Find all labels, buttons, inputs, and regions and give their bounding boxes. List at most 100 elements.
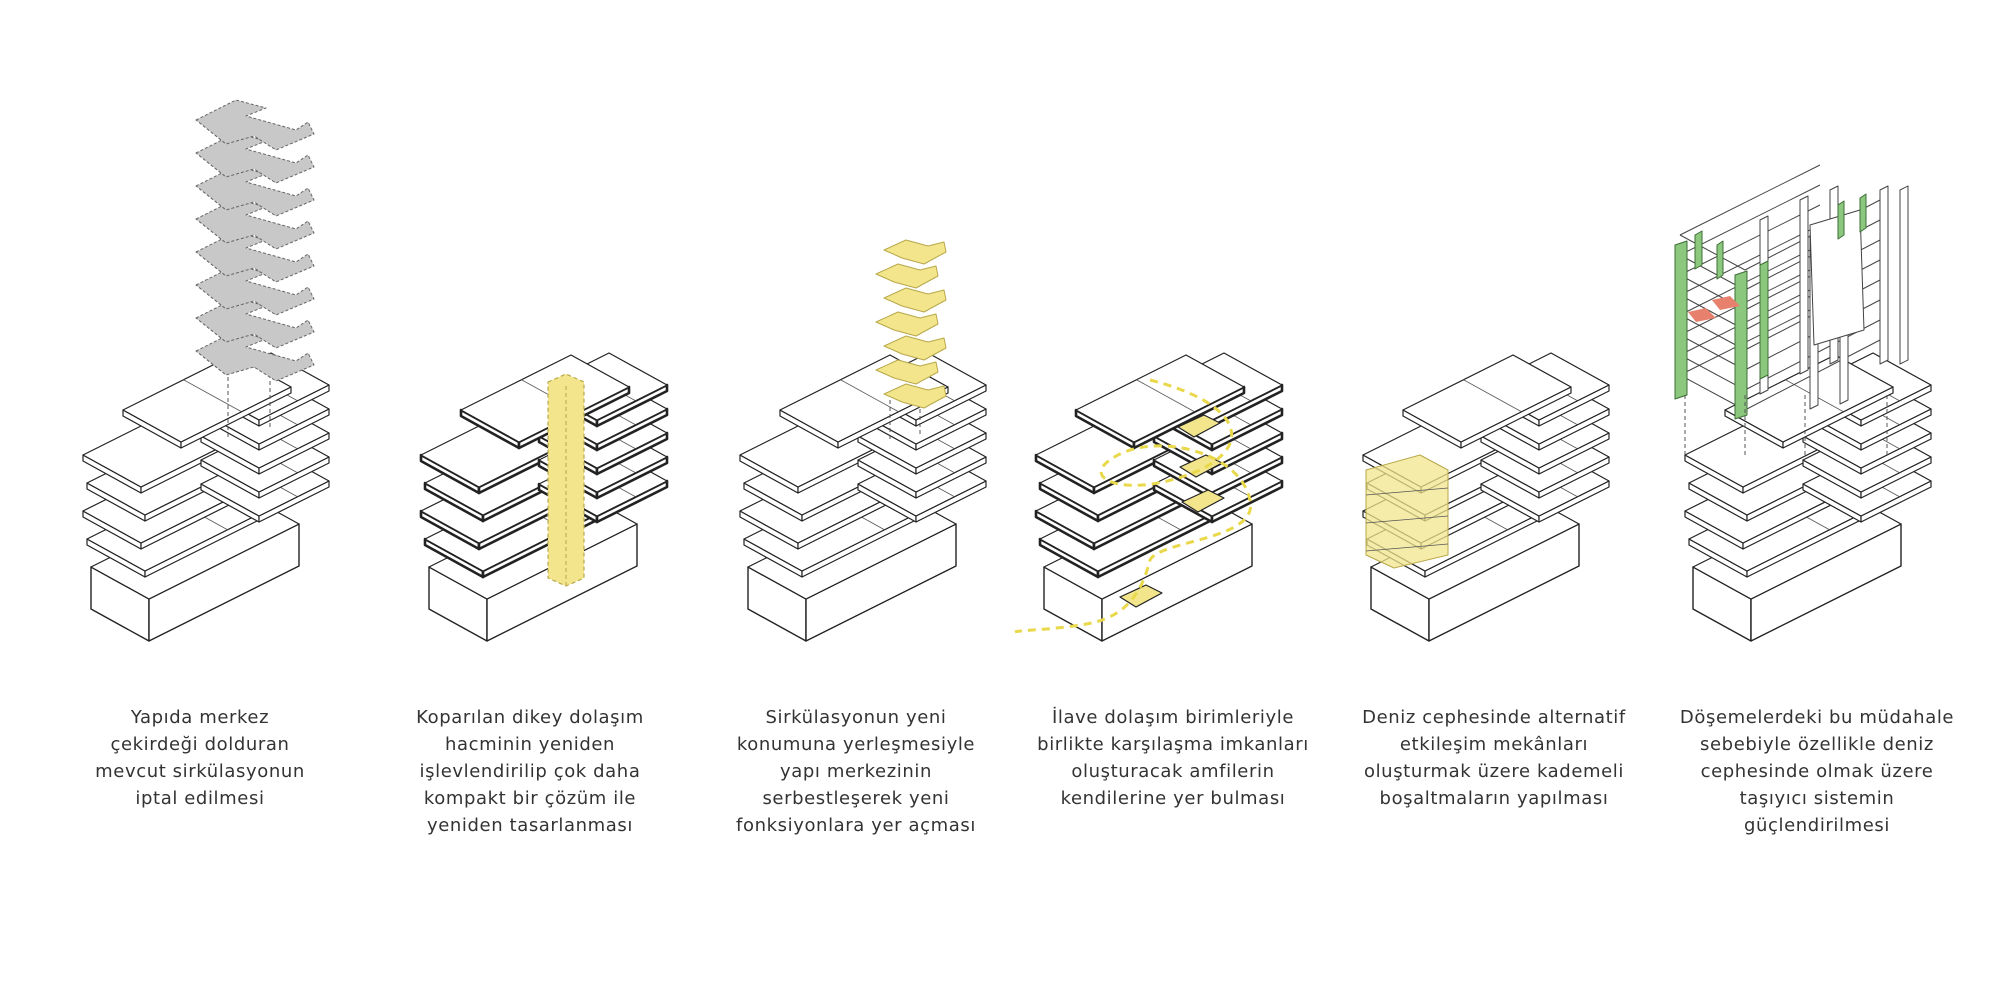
caption-line: Yapıda merkez bbox=[130, 707, 270, 728]
stair-flight bbox=[195, 264, 315, 316]
caption-line: oluşturmak üzere kademeli bbox=[1363, 761, 1625, 782]
shear-wall bbox=[1809, 209, 1865, 346]
caption-new-position: Sirkülasyonun yeni konumuna yerleşmesiyle… bbox=[696, 704, 1016, 839]
void-floor-line bbox=[1365, 515, 1449, 524]
floor-slab bbox=[122, 354, 292, 443]
building-structure-reinforcement bbox=[1684, 352, 1932, 642]
guide-line bbox=[183, 379, 242, 413]
amphi-stair bbox=[1181, 489, 1225, 513]
building-redesign-core bbox=[419, 352, 669, 642]
floor-slab bbox=[1075, 354, 1245, 443]
amphi-stair bbox=[1119, 584, 1163, 608]
caption-line: fonksiyonlara yer açması bbox=[736, 815, 976, 836]
building-new-position bbox=[739, 352, 987, 642]
building-cancel-circulation bbox=[82, 352, 330, 642]
reinforced-beam bbox=[1688, 308, 1716, 322]
beam bbox=[1679, 254, 1746, 291]
reinforced-beam bbox=[1712, 296, 1740, 310]
caption-redesign-core: Koparılan dikey dolaşım hacminin yeniden i… bbox=[370, 704, 690, 839]
removed-stair-volume bbox=[195, 99, 315, 440]
caption-line: taşıyıcı sistemin bbox=[1739, 788, 1895, 809]
compact-core bbox=[547, 373, 585, 587]
reinforced-column bbox=[1716, 240, 1724, 280]
column bbox=[1879, 185, 1889, 365]
caption-line: iptal edilmesi bbox=[135, 788, 265, 809]
guide-line bbox=[840, 379, 899, 413]
beam bbox=[1679, 224, 1821, 296]
beam bbox=[1679, 294, 1746, 331]
caption-line: boşaltmaların yapılması bbox=[1379, 788, 1609, 809]
caption-line: oluşturacak amfilerin bbox=[1071, 761, 1275, 782]
caption-amphitheatres: İlave dolaşım birimleriyle birlikte karşı… bbox=[1013, 704, 1333, 812]
beam bbox=[1679, 284, 1821, 356]
column bbox=[1899, 185, 1909, 365]
guide-line bbox=[1463, 379, 1522, 413]
caption-line: yapı merkezinin bbox=[780, 761, 932, 782]
stair-flight bbox=[875, 311, 939, 337]
structural-frame bbox=[1674, 164, 1909, 455]
caption-line: serbestleşerek yeni bbox=[762, 788, 950, 809]
reinforced-column bbox=[1734, 270, 1748, 420]
caption-line: sebebiyle özellikle deniz bbox=[1700, 734, 1934, 755]
caption-line: kendilerine yer bulması bbox=[1060, 788, 1286, 809]
caption-stepped-voids: Deniz cephesinde alternatif etkileşim mek… bbox=[1334, 704, 1654, 812]
stair-flight bbox=[195, 132, 315, 184]
caption-line: yeniden tasarlanması bbox=[426, 815, 634, 836]
stair-flight bbox=[883, 239, 947, 265]
beam bbox=[1679, 164, 1821, 236]
floor-slab bbox=[1402, 354, 1572, 443]
building-amphitheatres bbox=[1034, 352, 1284, 642]
reinforced-column bbox=[1674, 240, 1688, 400]
stair-flight bbox=[883, 287, 947, 313]
caption-line: Deniz cephesinde alternatif bbox=[1362, 707, 1626, 728]
beam bbox=[1679, 234, 1746, 271]
stair-flight bbox=[195, 330, 315, 382]
stair-flight bbox=[883, 383, 947, 409]
void-volume bbox=[1365, 454, 1449, 569]
beam bbox=[1679, 184, 1821, 256]
caption-structure-reinforcement: Döşemelerdeki bu müdahale sebebiyle özell… bbox=[1657, 704, 1977, 839]
stair-flight bbox=[195, 165, 315, 217]
caption-line: güçlendirilmesi bbox=[1743, 815, 1891, 836]
circulation-path bbox=[1014, 378, 1252, 634]
floor-slab bbox=[460, 354, 630, 443]
stair-flight bbox=[195, 231, 315, 283]
caption-line: konumuna yerleşmesiyle bbox=[736, 734, 976, 755]
beam bbox=[1679, 204, 1821, 276]
caption-line: Döşemelerdeki bu müdahale bbox=[1679, 707, 1955, 728]
reinforced-column bbox=[1759, 260, 1769, 380]
beam bbox=[1679, 264, 1821, 336]
amphi-stair bbox=[1177, 414, 1221, 438]
caption-line: hacminin yeniden bbox=[444, 734, 616, 755]
floor-slab bbox=[1724, 354, 1894, 443]
caption-line: çekirdeği dolduran bbox=[110, 734, 290, 755]
caption-line: işlevlendirilip çok daha bbox=[419, 761, 641, 782]
beam bbox=[1679, 244, 1821, 316]
reinforced-column bbox=[1694, 230, 1703, 270]
column bbox=[1799, 195, 1809, 375]
stair-flight bbox=[195, 99, 315, 151]
stair-flight bbox=[195, 198, 315, 250]
caption-line: mevcut sirkülasyonun bbox=[95, 761, 305, 782]
stair-flight bbox=[875, 263, 939, 289]
caption-line: cephesinde olmak üzere bbox=[1700, 761, 1934, 782]
void-floor-line bbox=[1365, 543, 1449, 552]
new-stair bbox=[875, 239, 947, 440]
caption-cancel-circulation: Yapıda merkez çekirdeği dolduran mevcut si… bbox=[40, 704, 360, 812]
void-floor-line bbox=[1365, 487, 1449, 496]
amphitheatres bbox=[1014, 378, 1252, 634]
caption-line: Sirkülasyonun yeni bbox=[765, 707, 947, 728]
stair-flight bbox=[875, 359, 939, 385]
beam bbox=[1679, 304, 1821, 376]
caption-line: kompakt bir çözüm ile bbox=[423, 788, 637, 809]
stepped-voids bbox=[1365, 454, 1449, 569]
beam bbox=[1679, 314, 1746, 351]
caption-line: etkileşim mekânları bbox=[1399, 734, 1589, 755]
beam bbox=[1679, 374, 1746, 411]
guide-line bbox=[1136, 379, 1195, 413]
stair-flight bbox=[883, 335, 947, 361]
caption-line: birlikte karşılaşma imkanları bbox=[1037, 734, 1309, 755]
caption-line: İlave dolaşım birimleriyle bbox=[1051, 707, 1295, 728]
caption-line: Koparılan dikey dolaşım bbox=[416, 707, 644, 728]
